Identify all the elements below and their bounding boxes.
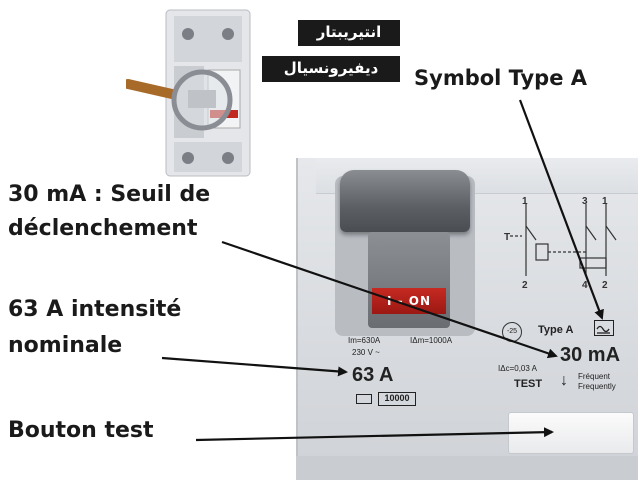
svg-text:1: 1 bbox=[602, 196, 608, 207]
svg-text:2: 2 bbox=[602, 280, 608, 291]
svg-text:1: 1 bbox=[522, 196, 528, 207]
label-seuil-line-1: 30 mA : Seuil de bbox=[8, 182, 211, 207]
current-rating: 63 A bbox=[352, 364, 394, 386]
type-a-label: Type A bbox=[538, 324, 574, 336]
voltage-rating: 230 V ~ bbox=[352, 348, 380, 357]
sensitivity-rating: 30 mA bbox=[560, 344, 621, 366]
down-arrow-icon: ↓ bbox=[560, 372, 568, 389]
test-button bbox=[508, 412, 634, 454]
svg-text:3: 3 bbox=[582, 196, 588, 207]
breaker-photo bbox=[126, 9, 251, 177]
title-line-2: ديفيرونسيال bbox=[262, 56, 400, 82]
label-intensite-line-2: nominale bbox=[8, 333, 123, 358]
frequent-en: Frequently bbox=[578, 382, 616, 391]
fuse-icon bbox=[356, 394, 372, 404]
lever-on-label: I - ON bbox=[372, 288, 446, 314]
idelta-c-rating: IΔc=0,03 A bbox=[498, 364, 537, 373]
label-seuil-line-2: déclenchement bbox=[8, 216, 198, 241]
label-intensite-line-1: 63 A intensité bbox=[8, 297, 182, 322]
type-a-symbol-icon bbox=[594, 320, 614, 336]
frequent-fr: Fréquent bbox=[578, 372, 611, 381]
breaker-bottom bbox=[296, 456, 638, 480]
idelta-m-rating: IΔm=1000A bbox=[410, 336, 453, 345]
label-bouton-test: Bouton test bbox=[8, 418, 154, 443]
label-seuil: 30 mA : Seuil de déclenchement bbox=[8, 178, 210, 246]
temperature-circle: -25 bbox=[502, 322, 522, 342]
title-line-1: انتيريبتار bbox=[298, 20, 400, 46]
circuit-schematic-icon: 1 3 1 T 2 4 2 bbox=[504, 196, 617, 291]
svg-text:T: T bbox=[504, 232, 510, 243]
im-rating: Im=630A bbox=[348, 336, 381, 345]
svg-text:4: 4 bbox=[582, 280, 588, 291]
label-symbol-type: Symbol Type A bbox=[414, 66, 588, 90]
svg-text:2: 2 bbox=[522, 280, 528, 291]
toggle-lever-cap bbox=[340, 170, 470, 232]
breaking-capacity-box: 10000 bbox=[378, 392, 416, 406]
label-intensite: 63 A intensité nominale bbox=[8, 292, 181, 364]
test-label: TEST bbox=[514, 378, 543, 390]
